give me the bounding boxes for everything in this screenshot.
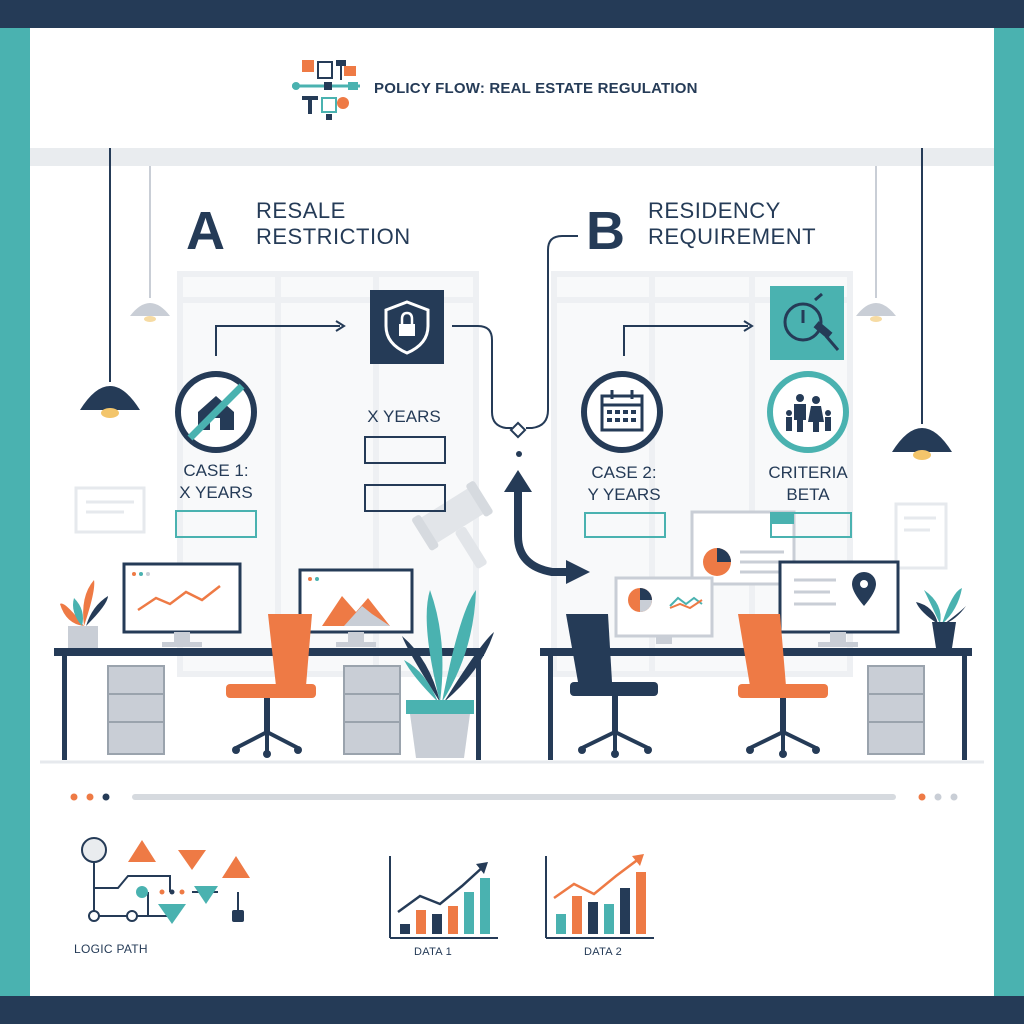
- node-dot: [516, 451, 522, 457]
- page-title: POLICY FLOW: REAL ESTATE REGULATION: [374, 80, 698, 97]
- bidirectional-arrow: [504, 470, 590, 584]
- data-1-label: DATA 1: [414, 946, 453, 958]
- section-a-title-line2: RESTRICTION: [256, 224, 411, 249]
- shield-lock-icon: [370, 290, 444, 364]
- x-years-label: X YEARS: [367, 407, 441, 426]
- monitor-map-pin: [778, 560, 900, 647]
- data-2-label: DATA 2: [584, 946, 623, 958]
- left-frame-bar: [0, 28, 30, 996]
- case-2-input[interactable]: [584, 512, 666, 538]
- case-1-label-line2: X YEARS: [179, 483, 253, 502]
- logic-path-icon: [81, 837, 250, 924]
- progress-divider: [70, 793, 958, 801]
- bottom-frame-bar: [0, 996, 1024, 1024]
- report-screen-back: [690, 510, 796, 586]
- monitor-line-chart: [122, 562, 242, 647]
- case-2-label-line1: CASE 2:: [591, 463, 657, 482]
- timer-gavel-icon: [770, 286, 844, 360]
- plant-large: [402, 590, 494, 758]
- section-b-letter: B: [586, 201, 625, 261]
- chair-orange-left: [226, 614, 316, 758]
- logic-path-label: LOGIC PATH: [74, 942, 148, 956]
- x-years-input-2[interactable]: [364, 484, 446, 512]
- plant-small-right: [916, 588, 966, 648]
- chair-orange-right: [738, 614, 828, 758]
- criteria-input[interactable]: [770, 512, 852, 538]
- bar-chart-icon: [545, 854, 654, 939]
- monitor-pie-chart: [614, 576, 714, 644]
- right-frame-bar: [994, 28, 1024, 996]
- case-1-input[interactable]: [175, 510, 257, 538]
- section-a-letter: A: [186, 201, 225, 261]
- house-crossed-icon: [175, 371, 257, 453]
- family-icon: [767, 371, 849, 453]
- section-b-title-line2: REQUIREMENT: [648, 224, 817, 249]
- desk-left: [54, 648, 484, 760]
- criteria-label-line2: BETA: [786, 485, 830, 504]
- wall-cards: [74, 486, 948, 570]
- hanging-lamps: [80, 148, 952, 460]
- gavel-icon: [412, 481, 493, 569]
- top-frame-bar: [0, 0, 1024, 28]
- calendar-icon: [581, 371, 663, 453]
- case-1-label-line1: CASE 1:: [183, 461, 249, 480]
- section-a-title-line1: RESALE: [256, 198, 346, 223]
- criteria-label-line1: CRITERIA: [768, 463, 848, 482]
- section-b-title-line1: RESIDENCY: [648, 198, 781, 223]
- decision-node: [509, 421, 527, 439]
- logo-icon: [292, 60, 360, 120]
- bar-chart-icon: [389, 856, 498, 939]
- case-2-label-line2: Y YEARS: [587, 485, 661, 504]
- plant-small-left: [60, 580, 108, 648]
- flow-connectors: [215, 235, 754, 429]
- monitor-area-chart: [298, 568, 414, 647]
- chair-navy: [566, 614, 658, 758]
- ceiling-band: [30, 148, 994, 166]
- x-years-input-1[interactable]: [364, 436, 446, 464]
